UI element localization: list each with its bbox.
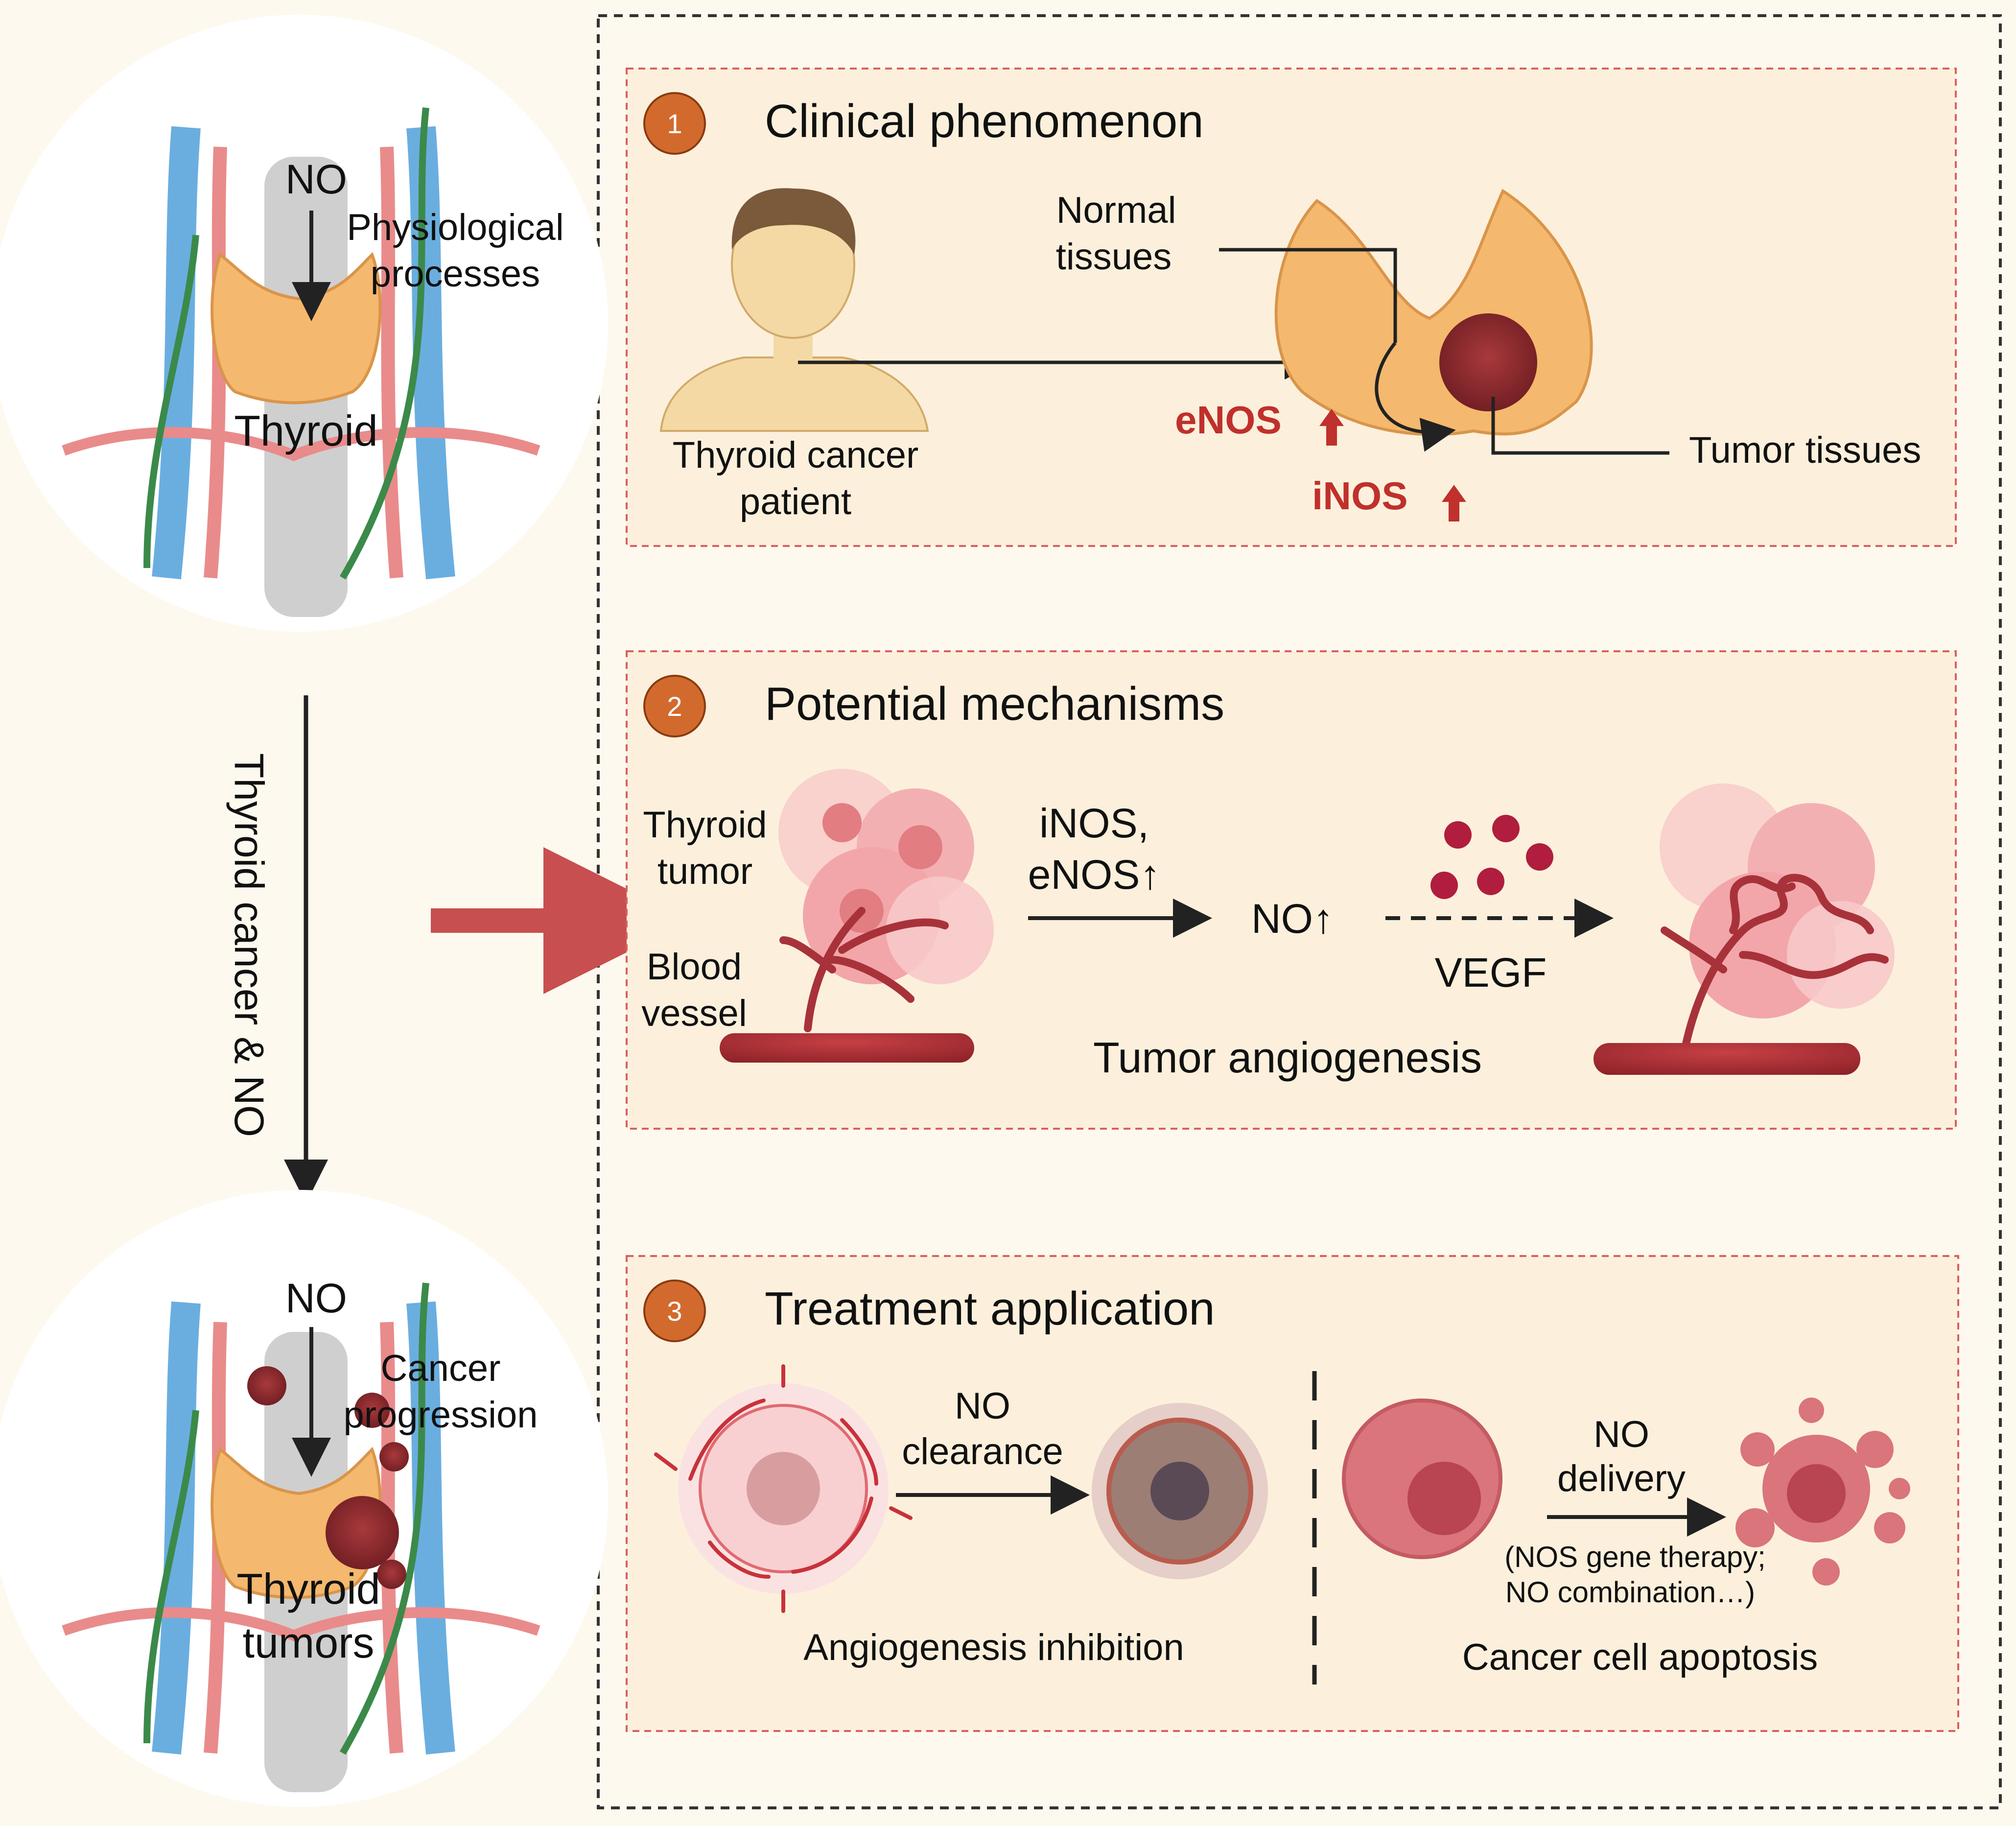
panel-title: Treatment application xyxy=(765,1282,1215,1335)
panel-badge-number: 2 xyxy=(667,691,682,722)
inhibited-cell-icon xyxy=(1092,1403,1268,1579)
note-line1: (NOS gene therapy; xyxy=(1504,1541,1766,1573)
tumor-icon xyxy=(247,1366,286,1405)
nerve-icon xyxy=(143,1410,199,1744)
bottom-no-label: NO xyxy=(285,1275,347,1321)
apoptotic-cell-icon xyxy=(1735,1398,1910,1586)
vertical-label: Thyroid cancer & NO xyxy=(226,753,272,1137)
tumor-label-line2: tumor xyxy=(657,851,752,892)
inos-up-arrow-icon xyxy=(1442,485,1466,522)
tumor-icon xyxy=(377,1560,406,1589)
tumor-cluster-icon xyxy=(778,769,994,1032)
artery-icon xyxy=(62,427,540,461)
artery-icon xyxy=(380,146,403,579)
panel-title: Potential mechanisms xyxy=(765,678,1224,730)
top-no-label: NO xyxy=(285,156,347,202)
blood-vessel-icon xyxy=(1594,1043,1860,1075)
note-line2: NO combination…) xyxy=(1505,1576,1755,1609)
patient-icon xyxy=(659,188,929,432)
no-label: NO↑ xyxy=(1251,896,1334,942)
panel-treatment-application: 3 Treatment application NO clearance Ang… xyxy=(626,1255,1959,1732)
tumor-label-line1: Thyroid xyxy=(643,804,767,846)
angiogenesis-caption: Tumor angiogenesis xyxy=(1093,1033,1482,1082)
normal-leader-line xyxy=(1219,248,1397,343)
panel-potential-mechanisms: 2 Potential mechanisms Thyroid tumor Blo… xyxy=(626,650,1957,1130)
vascularized-cell-icon xyxy=(654,1364,913,1613)
clearance-label-line1: NO xyxy=(955,1385,1010,1427)
bottom-process-line2: progression xyxy=(343,1394,538,1436)
delivery-label-line2: delivery xyxy=(1557,1458,1686,1499)
blood-vessel-icon xyxy=(720,1033,974,1063)
enos-up-arrow-icon xyxy=(1319,409,1344,446)
panel-clinical-phenomenon: 1 Clinical phenomenon Thyroid cancer pat… xyxy=(626,68,1957,547)
top-circle-illustration: NO Physiological processes Thyroid xyxy=(0,15,608,632)
bottom-process-line1: Cancer xyxy=(381,1348,501,1389)
inos-label: iNOS xyxy=(1312,474,1408,518)
patient-label-line1: Thyroid cancer xyxy=(673,434,919,476)
top-process-line1: Physiological xyxy=(347,207,564,248)
normal-label-line2: tissues xyxy=(1056,236,1172,278)
vegf-label: VEGF xyxy=(1435,949,1547,996)
vascularized-tumor-icon xyxy=(1660,783,1895,1057)
nos-label-line1: iNOS, xyxy=(1039,800,1149,846)
panel-badge-number: 3 xyxy=(667,1296,682,1327)
tumor-icon xyxy=(354,1393,390,1428)
top-organ-label: Thyroid xyxy=(234,406,377,455)
tumor-icon xyxy=(1439,313,1537,411)
panel-badge xyxy=(643,92,706,155)
panel-title: Clinical phenomenon xyxy=(765,95,1204,147)
right-caption: Cancer cell apoptosis xyxy=(1462,1636,1818,1678)
nerve-icon xyxy=(339,107,429,580)
nerve-icon xyxy=(143,235,199,569)
patient-label-line2: patient xyxy=(740,481,851,522)
tissue-arrow xyxy=(1375,341,1456,452)
bottom-organ-line1: Thyroid xyxy=(236,1565,380,1613)
nerve-icon xyxy=(339,1282,429,1755)
panel-badge xyxy=(643,1280,706,1342)
tumor-icon xyxy=(379,1442,409,1471)
delivery-label-line1: NO xyxy=(1594,1414,1649,1455)
clearance-label-line2: clearance xyxy=(902,1431,1063,1472)
tumor-icon xyxy=(326,1496,399,1569)
tumor-leader-line xyxy=(1491,397,1669,455)
artery-icon xyxy=(62,1607,540,1641)
tumor-label: Tumor tissues xyxy=(1689,429,1921,471)
bottom-organ-line2: tumors xyxy=(243,1618,375,1667)
normal-label-line1: Normal xyxy=(1056,190,1176,231)
vessel-label-line2: vessel xyxy=(641,993,747,1034)
bottom-circle-illustration: NO Cancer progression Thyroid tumors xyxy=(0,1190,608,1807)
left-caption: Angiogenesis inhibition xyxy=(803,1627,1184,1668)
enos-label: eNOS xyxy=(1175,398,1282,442)
vessel-label-line1: Blood xyxy=(647,946,742,988)
top-process-line2: processes xyxy=(371,253,540,295)
panel-badge xyxy=(643,675,706,737)
vegf-molecule-icon xyxy=(1430,815,1553,899)
nos-label-line2: eNOS↑ xyxy=(1028,852,1161,898)
panel-badge-number: 1 xyxy=(667,108,682,139)
cancer-cell-icon xyxy=(1342,1399,1502,1559)
